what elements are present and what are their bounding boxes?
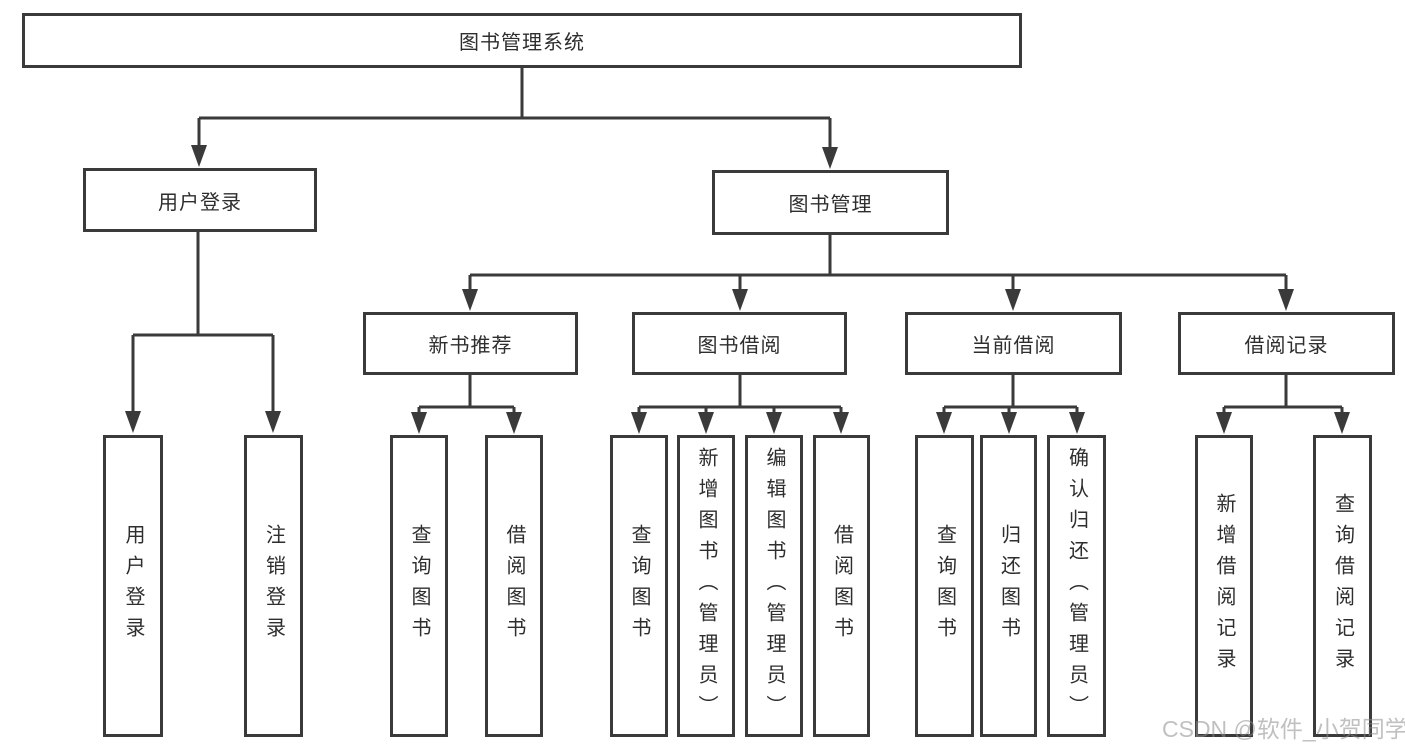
leaf-records-add-record: 新增借阅记录 (1195, 435, 1253, 737)
node-current-borrow: 当前借阅 (905, 312, 1122, 375)
leaf-logout-login: 注销登录 (244, 435, 303, 737)
arrowhead-book-borrow (732, 289, 748, 311)
leaf-current-query-books: 查询图书 (915, 435, 974, 737)
node-label: 注销登录 (262, 524, 285, 648)
node-label: 图书借阅 (697, 335, 782, 357)
arrowhead-user-login (191, 145, 207, 167)
leaf-borrow-query-books: 查询图书 (610, 435, 668, 737)
arrowhead-book-management (822, 147, 838, 169)
node-label: 借阅图书 (503, 524, 525, 648)
csdn-watermark: CSDN @软件_小贺同学 (1162, 716, 1405, 742)
node-label: 查询图书 (933, 524, 956, 648)
node-new-book-recommend: 新书推荐 (363, 312, 578, 375)
node-label: 查询图书 (408, 524, 430, 648)
leaf-newbook-borrow-books: 借阅图书 (485, 435, 543, 737)
node-label: 图书管理系统 (459, 32, 585, 54)
node-label: 当前借阅 (971, 335, 1056, 357)
node-label: 新增图书（管理员） (695, 446, 717, 726)
arrowhead-borrow-records (1278, 289, 1294, 311)
node-label: 新增借阅记录 (1213, 493, 1235, 679)
node-label: 借阅记录 (1244, 335, 1329, 357)
arrowhead-new-book (462, 289, 478, 311)
node-book-management: 图书管理 (712, 170, 949, 235)
node-label: 编辑图书（管理员） (763, 446, 785, 726)
node-label: 用户登录 (122, 524, 144, 648)
node-label: 查询图书 (628, 524, 650, 648)
node-label: 图书管理 (788, 194, 873, 216)
node-label: 确认归还（管理员） (1065, 446, 1088, 726)
node-label: 归还图书 (997, 524, 1020, 648)
node-label: 用户登录 (158, 191, 242, 214)
node-label: 新书推荐 (428, 335, 513, 357)
node-book-borrow: 图书借阅 (632, 312, 847, 375)
arrowhead-current-borrow (1005, 289, 1021, 311)
leaf-current-return-books: 归还图书 (980, 435, 1037, 737)
node-library-management-system: 图书管理系统 (22, 13, 1022, 68)
node-borrow-records: 借阅记录 (1178, 312, 1395, 375)
node-label: 借阅图书 (830, 524, 853, 648)
leaf-borrow-add-books-admin: 新增图书（管理员） (677, 435, 735, 737)
leaf-borrow-borrow-books: 借阅图书 (813, 435, 870, 737)
leaf-borrow-edit-books-admin: 编辑图书（管理员） (745, 435, 803, 737)
leaf-user-login: 用户登录 (103, 435, 163, 737)
leaf-newbook-query-books: 查询图书 (390, 435, 448, 737)
node-user-login-branch: 用户登录 (83, 168, 317, 232)
leaf-records-query-record: 查询借阅记录 (1313, 435, 1372, 737)
arrowhead-leaf-logout (265, 411, 281, 433)
node-label: 查询借阅记录 (1331, 493, 1354, 679)
arrowhead-leaf-login (125, 411, 141, 433)
leaf-current-confirm-return-admin: 确认归还（管理员） (1047, 435, 1106, 737)
